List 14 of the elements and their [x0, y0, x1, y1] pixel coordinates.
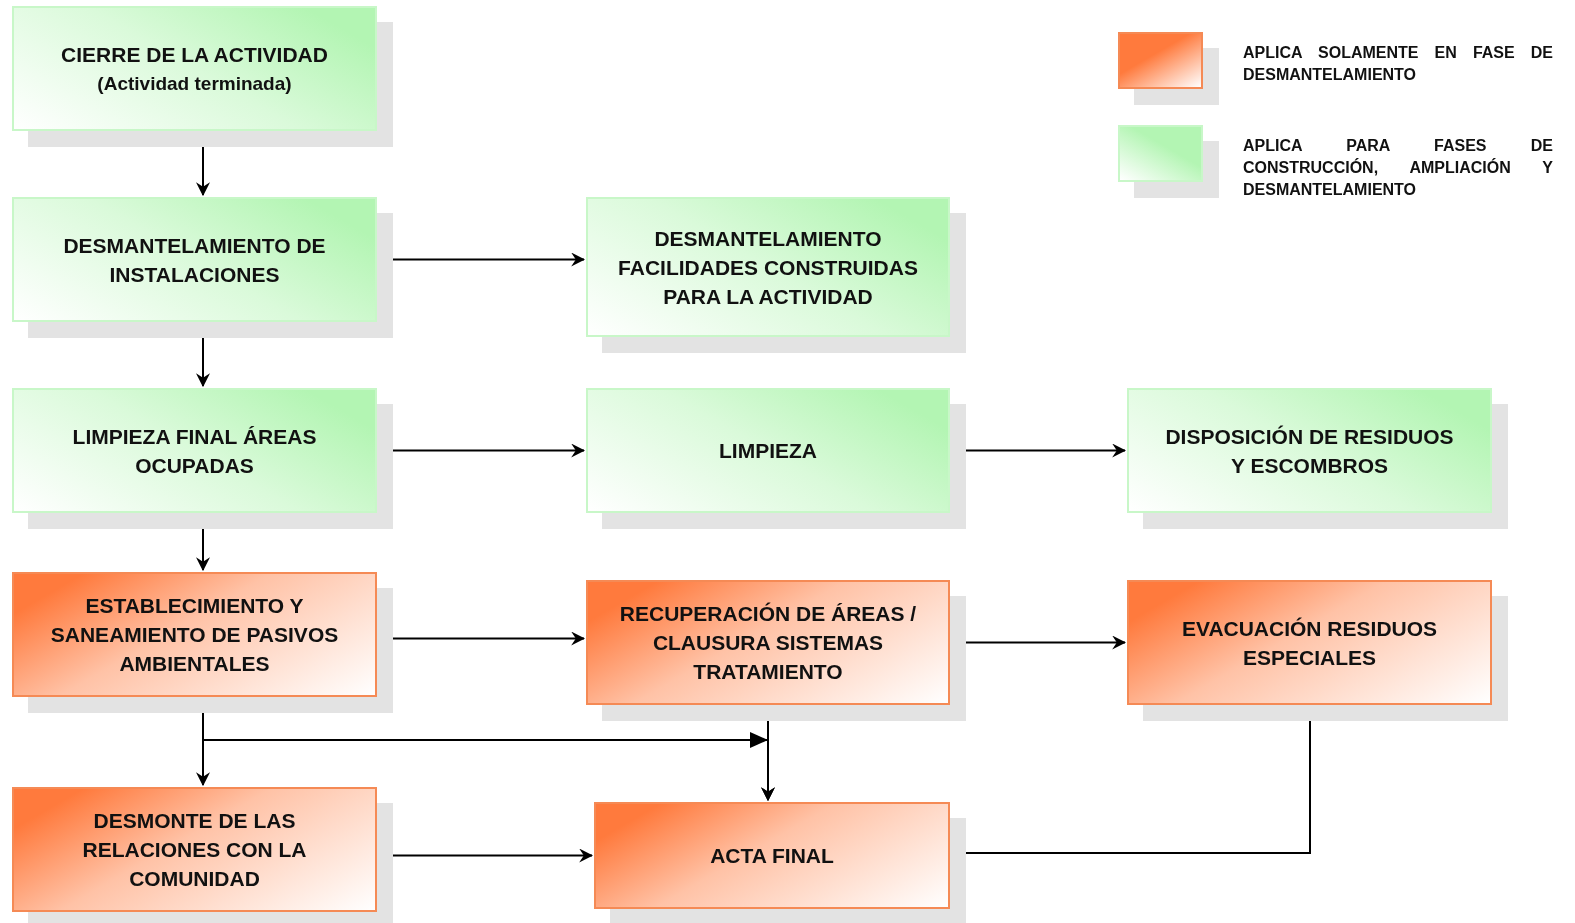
- box-title: LIMPIEZA FINAL ÁREAS OCUPADAS: [71, 423, 318, 479]
- box-title: DISPOSICIÓN DE RESIDUOS Y ESCOMBROS: [1164, 423, 1455, 479]
- box-subtitle: (Actividad terminada): [97, 71, 292, 96]
- legend-text: APLICA PARA FASES DE CONSTRUCCIÓN, AMPLIACIÓN Y DESMANTELAMIENTO: [1243, 136, 1553, 200]
- box-title: CIERRE DE LA ACTIVIDAD: [61, 41, 328, 68]
- box-title: DESMANTELAMIENTO FACILIDADES CONSTRUIDAS PARA LA ACTIVIDAD: [617, 225, 919, 310]
- box-title: DESMANTELAMIENTO DE INSTALACIONES: [62, 232, 327, 288]
- legend-text: APLICA SOLAMENTE EN FASE DE DESMANTELAMIENTO: [1243, 43, 1553, 85]
- box-title: RECUPERACIÓN DE ÁREAS / CLAUSURA SISTEMAS TRATAMIENTO: [618, 601, 918, 685]
- box-title: ESTABLECIMIENTO Y SANEAMIENTO DE PASIVOS AMBIENTALES: [49, 593, 340, 677]
- box-title: DESMONTE DE LAS RELACIONES CON LA COMUNIDAD: [81, 808, 308, 892]
- box-title: LIMPIEZA: [719, 438, 817, 464]
- box-title: ACTA FINAL: [710, 843, 834, 869]
- box-title: EVACUACIÓN RESIDUOS ESPECIALES: [1180, 615, 1439, 671]
